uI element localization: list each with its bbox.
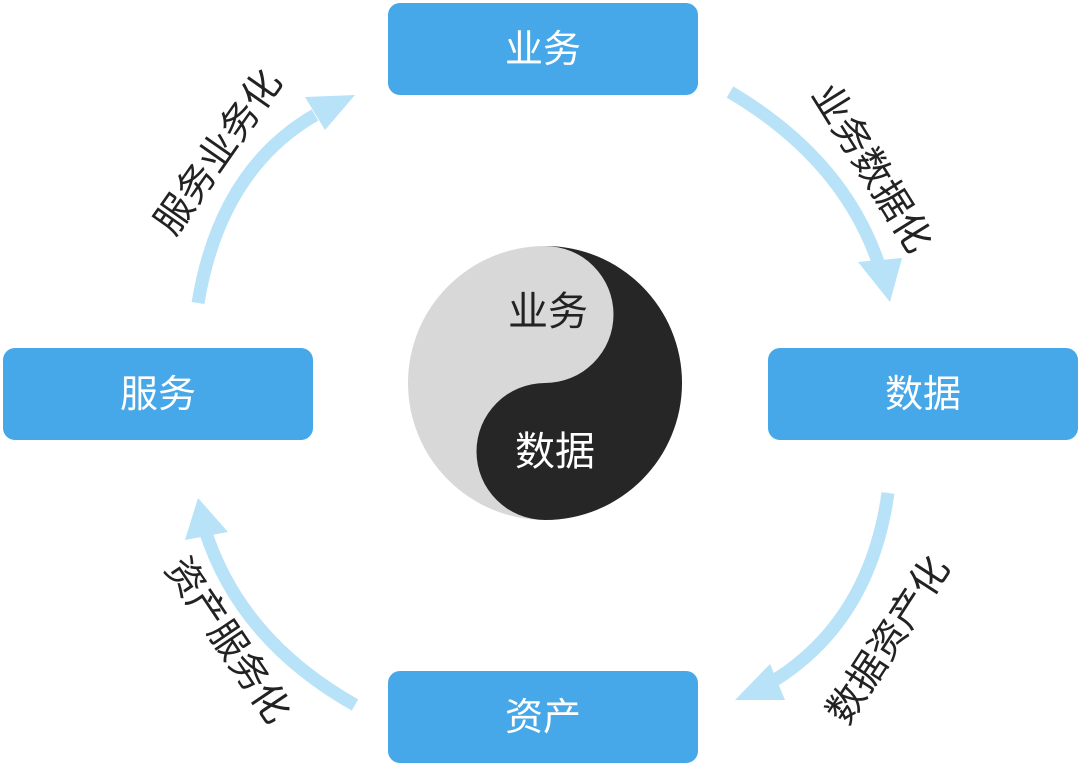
yin-yang-top-label: 业务 xyxy=(508,289,588,335)
yin-yang-symbol: 业务 数据 xyxy=(408,246,682,520)
node-assets: 资产 xyxy=(388,671,698,763)
node-assets-label: 资产 xyxy=(505,695,581,739)
arrow-assets-to-service xyxy=(185,498,359,711)
arrow-service-to-business xyxy=(191,95,355,305)
edge-label-data-to-assets: 数据资产化 xyxy=(818,548,958,731)
yin-yang-dark-half xyxy=(476,246,682,520)
node-data-label: 数据 xyxy=(885,372,961,416)
node-business: 业务 xyxy=(388,3,698,95)
arrow-business-to-data xyxy=(726,86,902,302)
yin-yang-bottom-label: 数据 xyxy=(515,429,595,475)
arrow-data-to-assets xyxy=(735,492,895,700)
node-service-label: 服务 xyxy=(120,372,196,416)
node-business-label: 业务 xyxy=(505,27,581,71)
node-service: 服务 xyxy=(3,348,313,440)
node-data: 数据 xyxy=(768,348,1078,440)
